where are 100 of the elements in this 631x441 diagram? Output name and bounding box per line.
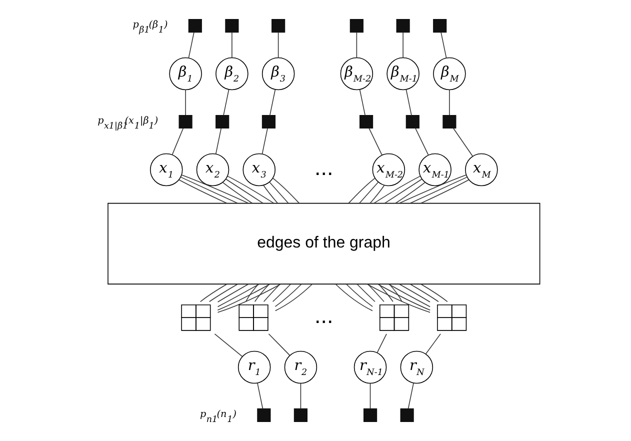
connector [226,178,264,204]
node-box [433,19,447,33]
node-circle: x$_{2}$ [196,153,230,186]
connector [217,284,249,302]
connector [227,176,274,204]
node-circle: β$_{3}$ [262,57,295,90]
connector [389,284,402,302]
connector [274,284,302,307]
connector [263,284,280,302]
node-label: p$_{β1}$(β$_{1}$) [132,19,168,36]
node-label: p$_{x1|β1}$(x$_{1}$|β$_{1}$) [98,115,158,132]
connector [388,284,430,308]
connector [215,128,222,154]
node-label: p$_{n1}$(n$_{1}$) [200,408,236,425]
connector [300,383,302,410]
connector [217,284,270,311]
connector [180,176,238,204]
connector [274,284,312,312]
connector [449,90,450,116]
connector [268,334,290,356]
node-circle: x$_{M}$ [465,153,498,186]
connector [359,182,379,204]
node-circle: r$_{2}$ [284,350,318,384]
node-circle: β$_{1}$ [169,57,202,90]
node-box [257,408,271,422]
connector [200,284,228,302]
connector [374,176,421,204]
node-circle: x$_{3}$ [242,153,276,186]
node-circle: β$_{M-1}$ [386,57,420,90]
node-box [294,408,308,422]
node-box [262,114,276,129]
connector [384,178,422,204]
node-box: edges of the graph [108,202,540,284]
connector [172,128,184,156]
connector [378,284,431,311]
connector [335,284,373,312]
connector [420,179,470,204]
connector [366,284,430,313]
node-box [350,19,364,33]
connector [410,176,468,204]
connector [420,284,448,302]
connector [217,284,281,313]
connector [185,90,186,116]
connector [368,284,384,302]
connector [278,32,279,58]
connector [245,284,259,302]
connector [452,128,473,156]
node-circle: r$_{1}$ [238,350,271,384]
connector [402,32,404,58]
node-box [406,114,420,129]
connector [188,32,194,58]
connector [399,174,467,204]
node-circle: x$_{M-2}$ [372,153,406,186]
connector [223,89,230,116]
node-circle: x$_{M-1}$ [418,153,452,186]
node-box [178,114,192,129]
connector [440,32,447,58]
node-box [359,114,374,129]
node-circle: r$_{N-1}$ [354,350,387,384]
connector [410,284,439,302]
node-box [363,408,378,422]
connector [254,284,270,302]
node-box [188,19,202,33]
node-circle: r$_{N}$ [400,350,434,384]
connector [272,284,291,302]
connector [217,284,260,308]
connector [356,32,358,58]
connector [270,89,276,116]
connector [415,128,429,156]
connector [222,182,253,204]
node-box [396,19,410,33]
node-box [225,19,239,33]
connector [348,178,376,204]
connector [376,334,387,354]
connector [214,334,243,357]
connector [178,179,228,204]
connector [370,184,385,204]
node-box [216,114,230,129]
connector [399,284,430,302]
node-box [442,114,456,129]
node-circle: β$_{M-2}$ [340,57,374,90]
node-box [400,408,414,422]
label: ... [314,303,334,328]
connector [208,284,238,302]
connector [378,284,394,302]
connector [346,284,373,307]
connector [181,174,249,204]
connector [272,178,300,204]
connector [406,89,412,116]
connector [408,382,414,410]
connector [257,382,264,410]
connector [269,182,289,204]
node-box [272,19,286,33]
connector [356,284,376,302]
connector [370,383,371,410]
connector [425,334,441,354]
connector [262,184,278,204]
node-circle: β$_{M}$ [433,57,466,90]
connector [359,89,366,116]
connector [395,182,426,204]
